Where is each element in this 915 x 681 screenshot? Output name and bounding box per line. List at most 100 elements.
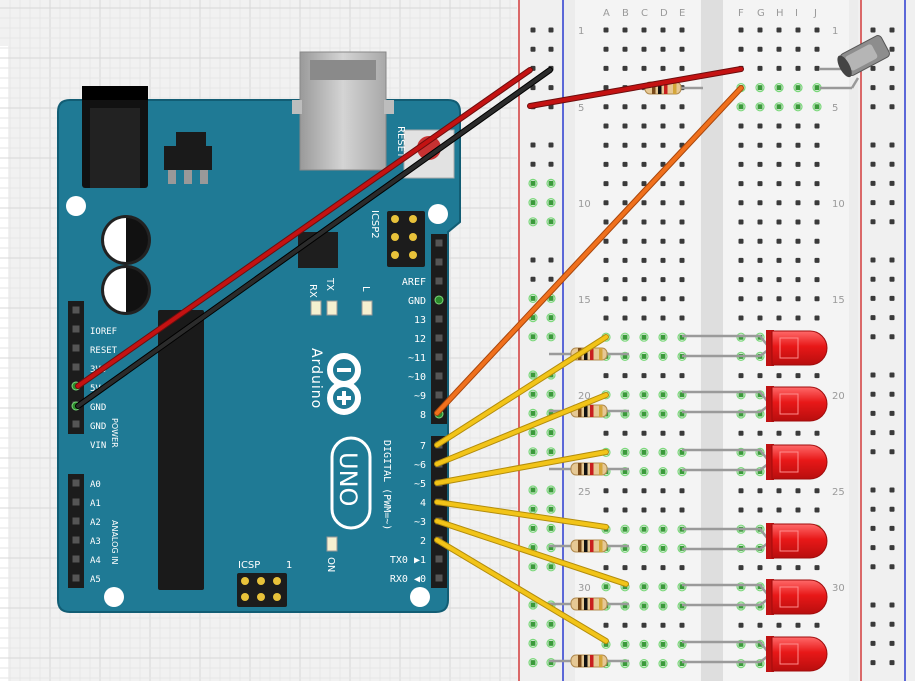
- breadboard-row-label: 15: [578, 295, 591, 306]
- analog-pin-label: A2: [90, 518, 101, 528]
- leds: [682, 330, 828, 672]
- breadboard-column-label: C: [641, 8, 648, 19]
- microcontroller-chip: [158, 310, 204, 590]
- digital-pin-label: 4: [420, 498, 426, 509]
- digital-pin-label: ~11: [408, 353, 426, 364]
- red-led: [682, 579, 828, 615]
- wire-led-yellow: [435, 500, 608, 529]
- red-led: [682, 444, 828, 480]
- breadboard-column-label: J: [813, 8, 817, 19]
- arduino-uno-board: RESET ICSP2 ICSP 1 RX TX L ON: [57, 51, 461, 613]
- resistor-led: [549, 654, 629, 668]
- digital-pin-label: RX0 ◀0: [390, 574, 426, 585]
- voltage-regulator: [164, 132, 212, 184]
- wire-led-yellow: [435, 538, 608, 643]
- wire-5v-red: [76, 68, 532, 388]
- breadboard-row-label: 30: [578, 583, 591, 594]
- power-pin-label: GND: [90, 422, 106, 432]
- breadboard-column-label: E: [679, 8, 685, 19]
- power-header: [68, 301, 84, 434]
- capacitor: [101, 265, 151, 315]
- digital-pin-label: 2: [420, 536, 426, 547]
- digital-pin-label: 12: [414, 334, 426, 345]
- analog-pin-label: A5: [90, 575, 101, 585]
- red-led: [682, 330, 828, 366]
- model-text: UNO: [334, 452, 362, 506]
- on-label: ON: [325, 557, 336, 572]
- tilt-sensor: [820, 35, 890, 90]
- digital-pin-label: AREF: [402, 277, 426, 288]
- icsp2-header: [387, 211, 425, 267]
- digital-label: DIGITAL (PWM=~): [381, 440, 392, 530]
- breadboard-row-label: 5: [832, 103, 838, 114]
- icsp-label: ICSP: [238, 560, 260, 571]
- analog-header: [68, 474, 84, 588]
- breadboard-column-label: D: [660, 8, 668, 19]
- analog-pin-label: A0: [90, 480, 101, 490]
- wire-rail-red: [528, 67, 743, 108]
- power-pin-label: IOREF: [90, 327, 117, 337]
- digital-header-high: [431, 234, 447, 424]
- wire-led-yellow: [435, 393, 608, 466]
- breadboard-column-label: H: [776, 8, 784, 19]
- resistor-led: [549, 539, 629, 553]
- breadboard-row-label: 25: [578, 487, 591, 498]
- digital-pin-label: ~6: [414, 460, 426, 471]
- rx-led: [310, 300, 322, 316]
- breadboard-row-label: 5: [578, 103, 584, 114]
- analog-pin-label: A4: [90, 556, 101, 566]
- tx-label: TX: [324, 277, 335, 291]
- red-led: [682, 386, 828, 422]
- icsp-pin1-label: 1: [286, 560, 292, 571]
- wire-led-yellow: [435, 335, 608, 447]
- breadboard-row-label: 25: [832, 487, 845, 498]
- breadboard-row-label: 20: [578, 391, 591, 402]
- breadboard-row-label: 1: [578, 26, 584, 37]
- brand-text: Arduino: [308, 348, 324, 409]
- breadboard-column-label: I: [795, 8, 798, 19]
- digital-pin-label: ~10: [408, 372, 426, 383]
- mounting-hole: [428, 204, 448, 224]
- reset-label: RESET: [395, 126, 406, 159]
- l-label: L: [360, 286, 371, 292]
- wire-pin8-orange: [435, 86, 743, 415]
- mounting-hole: [104, 587, 124, 607]
- breadboard-column-label: F: [738, 8, 744, 19]
- breadboard-row-label: 10: [578, 199, 591, 210]
- mounting-hole: [66, 196, 86, 216]
- breadboard-column-label: G: [757, 8, 765, 19]
- rx-label: RX: [307, 284, 318, 298]
- l-led: [361, 300, 373, 316]
- power-pin-label: 5V: [90, 384, 101, 394]
- capacitor: [101, 215, 151, 265]
- tx-led: [326, 300, 338, 316]
- breadboard-row-label: 10: [832, 199, 845, 210]
- wires: [75, 66, 744, 644]
- breadboard-column-label: B: [622, 8, 629, 19]
- digital-pin-label: TX0 ▶1: [390, 555, 426, 566]
- digital-pin-label: ~5: [414, 479, 426, 490]
- analog-label: ANALOG IN: [110, 520, 119, 565]
- wire-gnd-black: [76, 68, 552, 408]
- icsp2-label: ICSP2: [369, 210, 380, 239]
- mounting-hole: [410, 587, 430, 607]
- digital-pin-label: ~3: [414, 517, 426, 528]
- breadboard-row-label: 15: [832, 295, 845, 306]
- breadboard-row-label: 30: [832, 583, 845, 594]
- digital-pin-label: ~9: [414, 391, 426, 402]
- power-pin-label: GND: [90, 403, 106, 413]
- power-pin-label: RESET: [90, 346, 118, 356]
- on-led: [326, 536, 338, 552]
- wire-led-yellow: [435, 519, 628, 586]
- analog-pin-label: A3: [90, 537, 101, 547]
- power-pin-label: VIN: [90, 441, 106, 451]
- breadboard-column-label: A: [603, 8, 610, 19]
- breadboard-row-label: 20: [832, 391, 845, 402]
- breadboard-row-label: 1: [832, 26, 838, 37]
- power-label: POWER: [110, 418, 119, 448]
- digital-pin-label: GND: [408, 296, 426, 307]
- wire-led-yellow: [435, 450, 608, 485]
- model-badge: UNO: [330, 436, 372, 530]
